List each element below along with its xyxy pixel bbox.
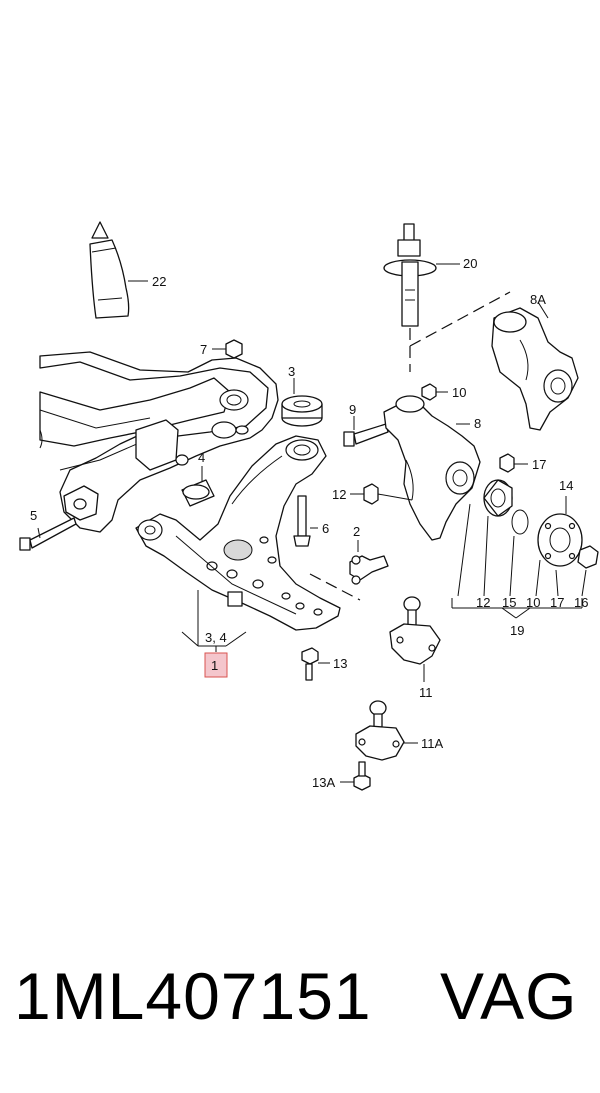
nut-12-part <box>350 483 413 505</box>
snap-ring-part <box>511 509 529 535</box>
bolt-13a-part <box>340 761 371 791</box>
label-19-16: 16 <box>574 595 588 610</box>
grease-tube-part <box>89 221 148 319</box>
label-11a: 11A <box>421 736 443 751</box>
link-2-part <box>349 540 389 585</box>
label-19-10: 10 <box>526 595 540 610</box>
hub-nut-16-part <box>577 545 599 569</box>
nut-17-part <box>499 453 528 473</box>
bolt-13-part <box>301 647 330 681</box>
label-17: 17 <box>532 457 546 472</box>
highlight-box-1 <box>204 652 228 678</box>
brand-name: VAG <box>440 959 578 1033</box>
nut-7-part <box>212 339 243 359</box>
group-19-bracket <box>451 503 587 619</box>
label-1: 1 <box>211 658 218 673</box>
label-22: 22 <box>152 274 166 289</box>
label-3: 3 <box>288 364 295 379</box>
ball-joint-11a-part <box>355 700 418 761</box>
bolt-6-part <box>293 495 318 547</box>
label-12: 12 <box>332 487 346 502</box>
bolt-9-part <box>343 416 389 447</box>
label-3-4: 3, 4 <box>205 630 227 645</box>
label-13: 13 <box>333 656 347 671</box>
subframe-part <box>39 351 279 533</box>
label-13a: 13A <box>312 775 335 790</box>
label-8: 8 <box>474 416 481 431</box>
label-5: 5 <box>30 508 37 523</box>
ball-joint-11-part <box>389 596 441 682</box>
steering-knuckle-8a-part <box>491 301 579 431</box>
label-14: 14 <box>559 478 573 493</box>
label-8a: 8A <box>530 292 546 307</box>
label-20: 20 <box>463 256 477 271</box>
label-19-17: 17 <box>550 595 564 610</box>
label-10: 10 <box>452 385 466 400</box>
bolt-5-part <box>19 517 77 551</box>
part-number: 1ML407151 <box>14 959 372 1033</box>
label-19-15: 15 <box>502 595 516 610</box>
label-6: 6 <box>322 521 329 536</box>
steering-knuckle-part <box>383 395 481 541</box>
label-19-12: 12 <box>476 595 490 610</box>
label-2: 2 <box>353 524 360 539</box>
label-4: 4 <box>198 450 205 465</box>
label-7: 7 <box>200 342 207 357</box>
label-11: 11 <box>419 685 433 700</box>
footer: 1ML407151 VAG <box>0 958 600 1068</box>
label-9: 9 <box>349 402 356 417</box>
label-19: 19 <box>510 623 524 638</box>
dashed-leader-strut <box>409 291 511 372</box>
nut-10-part <box>421 383 448 401</box>
control-arm-part <box>135 435 341 631</box>
bushing-3-part <box>281 378 323 427</box>
callout-bracket <box>181 590 247 652</box>
strut-bolt-part <box>383 223 460 327</box>
wheel-hub-part <box>537 496 583 567</box>
dashed-leader-arm <box>309 573 361 601</box>
bushing-4-part <box>181 466 215 507</box>
wheel-bearing-part <box>483 479 513 517</box>
